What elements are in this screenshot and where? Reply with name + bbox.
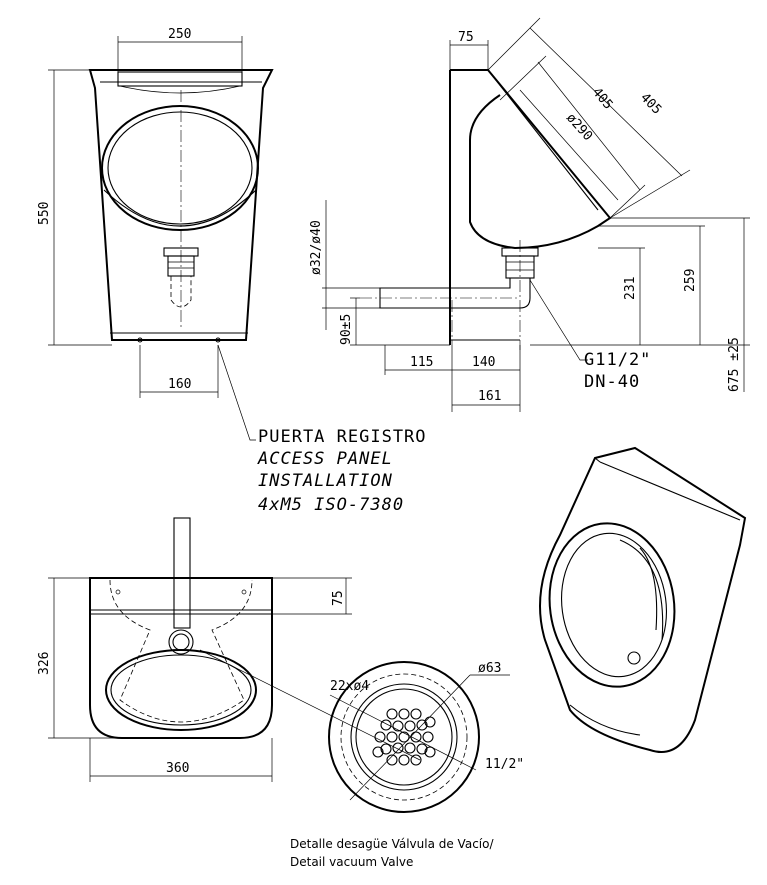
top-view: 326 75 360 xyxy=(37,517,421,782)
access-panel-leader xyxy=(217,344,256,441)
dim-front-width: 250 xyxy=(168,27,191,42)
detail-holes-label: 22xø4 xyxy=(330,679,369,694)
detail-caption-1: Detalle desagüe Válvula de Vacío/ xyxy=(290,837,494,851)
note-access-es: PUERTA REGISTRO xyxy=(258,427,427,447)
detail-caption-2: Detail vacuum Valve xyxy=(290,855,413,869)
dim-side-drain: 231 xyxy=(623,277,638,300)
dim-side-140: 140 xyxy=(472,355,495,370)
note-screws: 4xM5 ISO-7380 xyxy=(258,495,404,515)
perspective-view xyxy=(539,446,747,753)
detail-holes xyxy=(372,708,436,766)
dim-side-diag-outer: 405 xyxy=(637,90,664,117)
front-bowl xyxy=(101,105,259,231)
dim-side-rim: 259 xyxy=(683,269,698,292)
dim-side-bowl: ø290 xyxy=(563,111,595,144)
dim-front-height: 550 xyxy=(37,202,52,225)
dim-side-pipe-diameter: ø32/ø40 xyxy=(309,220,324,275)
dim-side-115: 115 xyxy=(410,355,433,370)
valve-detail: 22xø4 ø63 11/2" Detalle desagüe Válvula … xyxy=(290,661,524,869)
dim-front-bottom: 160 xyxy=(168,377,191,392)
front-view: 250 550 160 xyxy=(37,27,274,441)
dim-side-offset: 75 xyxy=(458,30,474,45)
dim-top-width: 360 xyxy=(166,761,189,776)
perspective-body xyxy=(539,446,747,753)
dim-side-install: 675 ±25 xyxy=(727,337,742,392)
dim-side-pipe-height: 90±5 xyxy=(339,314,354,345)
dim-side-161: 161 xyxy=(478,389,501,404)
dim-top-depth: 326 xyxy=(37,652,52,675)
front-outline xyxy=(88,69,274,341)
side-view: 75 405 405 ø290 231 259 675 ±25 ø32/ø40 … xyxy=(309,17,750,412)
access-panel-note: PUERTA REGISTRO ACCESS PANEL INSTALLATIO… xyxy=(257,427,427,515)
perspective-bowl xyxy=(548,522,676,688)
detail-thread: 11/2" xyxy=(485,757,524,772)
side-body xyxy=(450,69,612,250)
detail-outer-diameter: ø63 xyxy=(478,661,501,676)
note-installation: INSTALLATION xyxy=(258,471,393,491)
detail-outer-ring xyxy=(328,661,480,813)
top-outline xyxy=(89,577,273,739)
dn-label: DN-40 xyxy=(584,372,640,392)
thread-label: G11/2" xyxy=(584,350,651,370)
dim-top-back: 75 xyxy=(331,590,346,606)
top-bowl xyxy=(105,649,257,731)
note-access-en: ACCESS PANEL xyxy=(257,449,393,469)
